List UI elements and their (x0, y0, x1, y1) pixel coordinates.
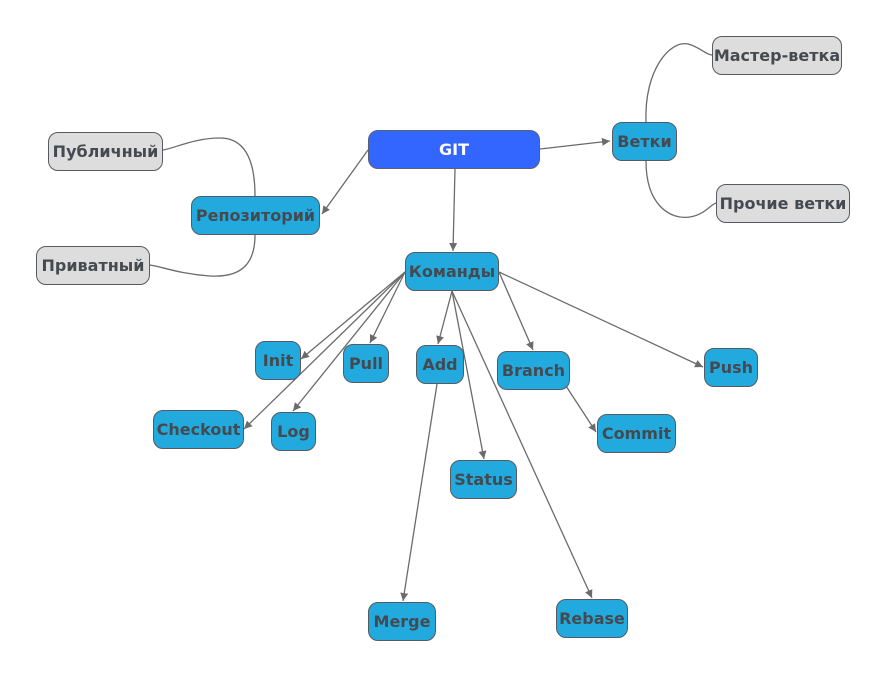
edge-branch-to-commit (565, 385, 597, 433)
edge-add-to-merge (400, 383, 438, 602)
node-branch: Branch (497, 351, 570, 390)
node-merge: Merge (368, 602, 436, 641)
edge-commands-to-log (292, 271, 406, 412)
edge-commands-to-init (300, 271, 406, 360)
edge-git-to-commands (449, 168, 458, 252)
node-pull: Pull (343, 344, 389, 383)
node-rebase: Rebase (556, 599, 628, 638)
edge-commands-to-checkout (243, 271, 406, 430)
edge-git-to-repository (321, 149, 369, 215)
node-init: Init (255, 341, 301, 380)
edge-commands-to-pull (369, 271, 406, 344)
node-commit: Commit (597, 414, 676, 453)
node-branches: Ветки (612, 122, 677, 161)
node-log: Log (271, 412, 316, 451)
edge-branches-to-master-branch (645, 43, 713, 123)
node-push: Push (704, 348, 758, 387)
node-commands: Команды (405, 252, 499, 291)
node-master-branch: Мастер-ветка (712, 36, 842, 75)
edge-commands-to-add (436, 290, 453, 345)
node-status: Status (450, 460, 517, 499)
node-checkout: Checkout (153, 410, 244, 449)
node-other-branches: Прочие ветки (716, 184, 850, 223)
edge-commands-to-push (498, 271, 704, 368)
node-add: Add (416, 345, 464, 384)
node-private: Приватный (36, 246, 150, 285)
edge-git-to-branches (539, 137, 611, 150)
edge-commands-to-rebase (451, 290, 593, 599)
node-repository: Репозиторий (191, 196, 320, 235)
edge-commands-to-branch (498, 271, 534, 351)
edge-repository-to-public (162, 137, 256, 197)
node-public: Публичный (48, 132, 163, 171)
edge-repository-to-private (149, 234, 256, 277)
node-git: GIT (368, 130, 540, 169)
edge-branches-to-other-branches (645, 160, 717, 218)
edge-commands-to-status (451, 290, 487, 460)
